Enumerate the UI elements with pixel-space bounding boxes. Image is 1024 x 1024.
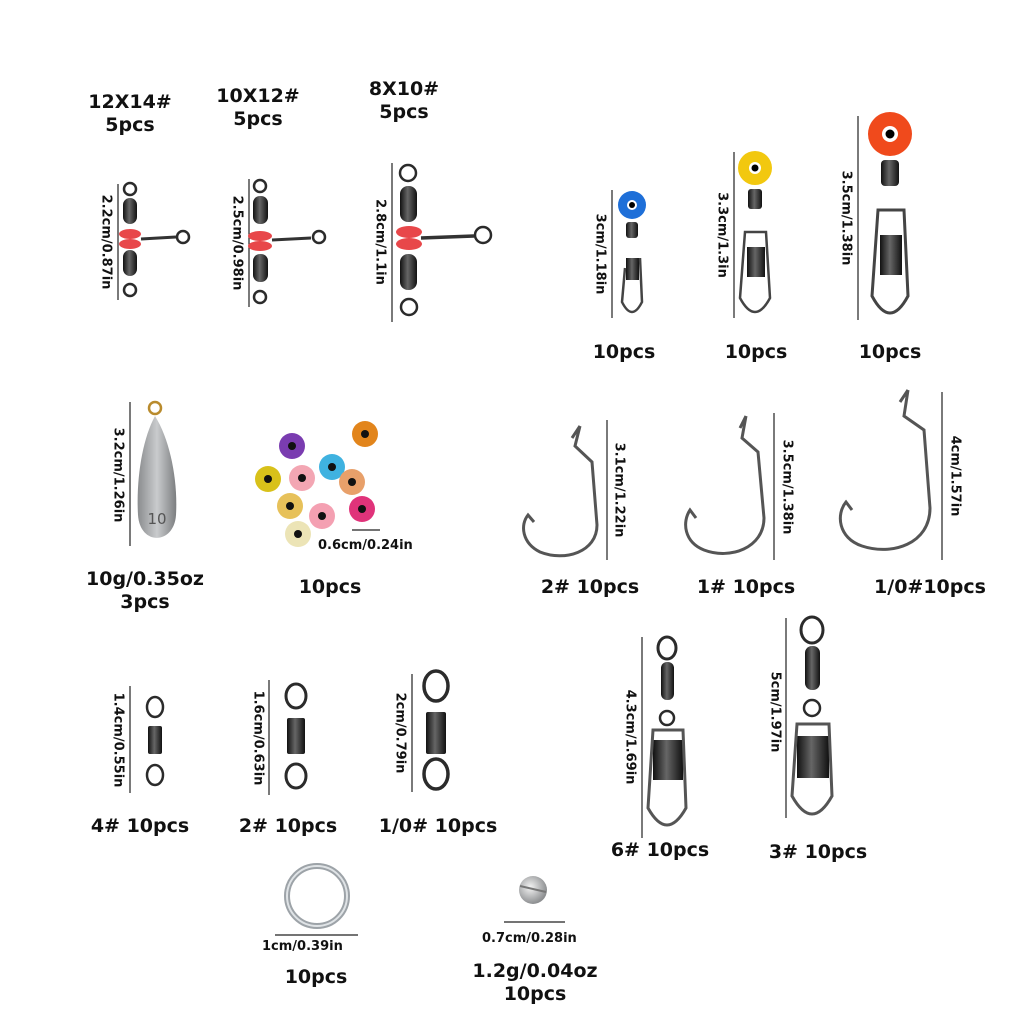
split-shot-qty: 10pcs [503, 983, 567, 1006]
beads-dim: 0.6cm/0.24in [318, 538, 413, 553]
snap-swivel-3 [785, 615, 834, 818]
sinker-label: 10g/0.35oz 3pcs [70, 568, 220, 614]
beads-qty: 10pcs [298, 576, 362, 598]
triple-swivel-1-label: 12X14# 5pcs [85, 91, 175, 137]
float-snap-3-qty: 10pcs [858, 341, 922, 363]
split-shot-weight: 1.2g/0.04oz [472, 960, 598, 982]
hook-1-label: 1# 10pcs [696, 576, 796, 598]
sinker-mark: 10 [147, 510, 166, 528]
triple-swivel-2 [248, 178, 327, 307]
float-snap-1 [611, 190, 646, 318]
hook-2-label: 2# 10pcs [540, 576, 640, 598]
rolling-swivel-4 [129, 686, 165, 793]
split-shot-dim: 0.7cm/0.28in [482, 931, 577, 946]
float-snap-3 [857, 112, 912, 320]
triple-swivel-1-qty: 5pcs [105, 114, 155, 137]
snap-swivel-6-dim: 4.3cm/1.69in [622, 689, 638, 785]
triple-swivel-2-size: 10X12# [216, 85, 300, 107]
hook-1-0-dim: 4cm/1.57in [947, 435, 963, 517]
hook-2 [522, 420, 608, 560]
triple-swivel-2-dim: 2.5cm/0.98in [229, 195, 245, 291]
triple-swivel-1 [117, 181, 191, 300]
rolling-swivel-1-0-label: 1/0# 10pcs [378, 815, 498, 837]
hook-1-0-label: 1/0#10pcs [874, 576, 986, 598]
hook-2-dim: 3.1cm/1.22in [611, 442, 627, 538]
triple-swivel-2-qty: 5pcs [233, 108, 283, 131]
split-ring-dim: 1cm/0.39in [262, 939, 343, 954]
float-snap-1-dim: 3cm/1.18in [592, 213, 608, 295]
hook-1-dim: 3.5cm/1.38in [779, 439, 795, 535]
rolling-swivel-2 [268, 680, 308, 795]
rolling-swivel-1-0-dim: 2cm/0.79in [392, 692, 408, 774]
triple-swivel-3-size: 8X10# [368, 78, 440, 100]
split-shot-label: 1.2g/0.04oz 10pcs [460, 960, 610, 1006]
triple-swivel-3-dim: 2.8cm/1.1in [372, 199, 388, 285]
bank-sinker: 10 [129, 400, 177, 546]
rolling-swivel-4-dim: 1.4cm/0.55in [110, 692, 126, 788]
snap-swivel-3-label: 3# 10pcs [768, 841, 868, 863]
triple-swivel-3-qty: 5pcs [379, 101, 429, 124]
float-snap-2-qty: 10pcs [724, 341, 788, 363]
triple-swivel-3 [391, 163, 493, 322]
hook-1 [684, 413, 775, 560]
snap-swivel-3-dim: 5cm/1.97in [767, 671, 783, 753]
split-ring [275, 863, 358, 936]
rolling-swivel-4-label: 4# 10pcs [90, 815, 190, 837]
triple-swivel-1-dim: 2.2cm/0.87in [98, 194, 114, 290]
sinker-weight: 10g/0.35oz [86, 568, 204, 590]
triple-swivel-3-label: 8X10# 5pcs [358, 78, 450, 124]
triple-swivel-1-size: 12X14# [88, 91, 172, 113]
float-snap-2-dim: 3.3cm/1.3in [714, 192, 730, 278]
sinker-dim: 3.2cm/1.26in [110, 427, 126, 523]
sinker-qty: 3pcs [120, 591, 170, 614]
float-snap-2 [733, 151, 772, 318]
rolling-swivel-2-label: 2# 10pcs [238, 815, 338, 837]
float-snap-1-qty: 10pcs [592, 341, 656, 363]
rolling-swivel-2-dim: 1.6cm/0.63in [250, 690, 266, 786]
float-snap-3-dim: 3.5cm/1.38in [838, 170, 854, 266]
triple-swivel-2-label: 10X12# 5pcs [210, 85, 306, 131]
hook-1-0 [838, 389, 943, 560]
beads-cluster [255, 421, 380, 547]
split-ring-qty: 10pcs [284, 966, 348, 988]
snap-swivel-6-label: 6# 10pcs [610, 839, 710, 861]
rolling-swivel-1-0 [411, 669, 450, 792]
split-shot [504, 876, 565, 923]
snap-swivel-6 [641, 635, 688, 838]
